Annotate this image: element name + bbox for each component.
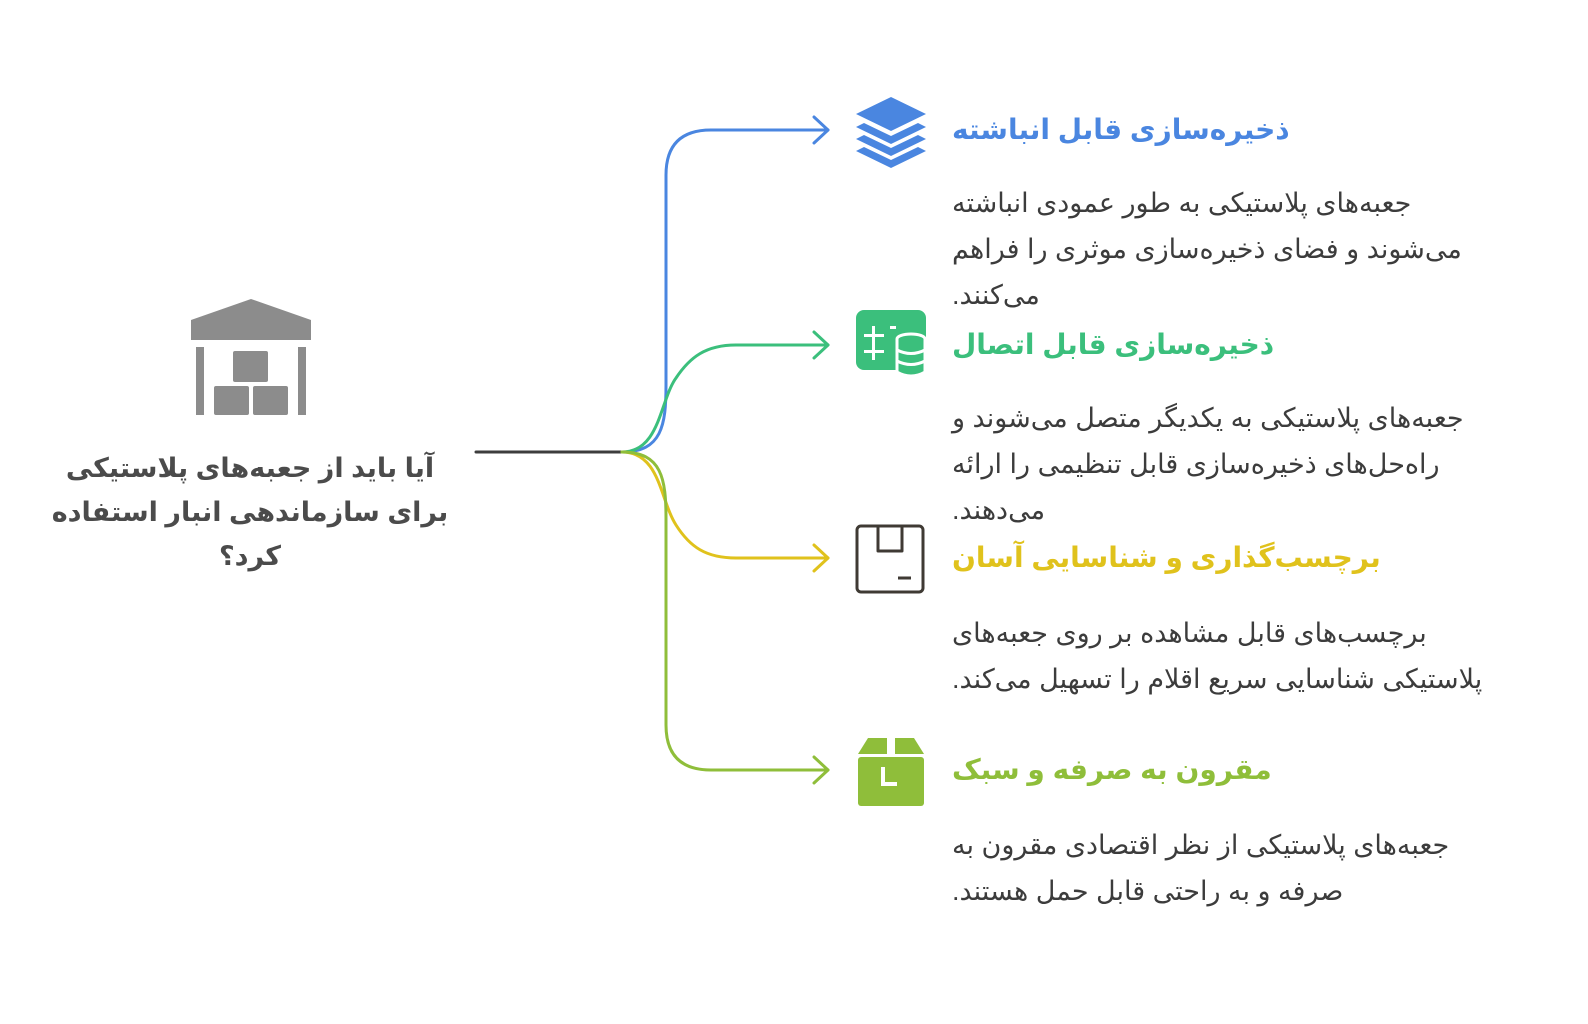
central-question: آیا باید از جعبه‌های پلاستیکی برای سازما… [51, 453, 449, 571]
branch-description-connectable: جعبه‌های پلاستیکی به یکدیگر متصل می‌شوند… [952, 403, 1464, 525]
warehouse-icon [191, 299, 311, 415]
branch-description-stackable: جعبه‌های پلاستیکی به طور عمودی انباشته م… [952, 188, 1462, 310]
package-box-icon [858, 738, 924, 806]
arrowhead-branch-2 [812, 330, 830, 360]
connected-storage-icon [856, 310, 927, 378]
arrowhead-branch-3 [812, 543, 830, 573]
connector-lines [474, 115, 830, 785]
labeled-box-icon [855, 524, 925, 594]
arrowhead-branch-4 [812, 755, 830, 785]
connector-branch-1 [620, 128, 830, 454]
connector-branch-2 [620, 343, 830, 454]
stacked-layers-icon [856, 97, 926, 168]
branch-title-cost-effective: مقرون به صرفه و سبک [952, 754, 1272, 785]
branch-title-connectable: ذخیره‌سازی قابل اتصال [952, 329, 1275, 360]
branch-description-labeling: برچسب‌های قابل مشاهده بر روی جعبه‌های پل… [952, 618, 1483, 694]
arrowhead-branch-1 [812, 115, 830, 145]
branch-title-stackable: ذخیره‌سازی قابل انباشته [952, 114, 1290, 145]
connector-branch-4 [620, 450, 830, 772]
connector-branch-3 [620, 450, 830, 560]
branch-title-labeling: برچسب‌گذاری و شناسایی آسان [952, 542, 1381, 573]
branch-description-cost-effective: جعبه‌های پلاستیکی از نظر اقتصادی مقرون ب… [952, 830, 1450, 906]
